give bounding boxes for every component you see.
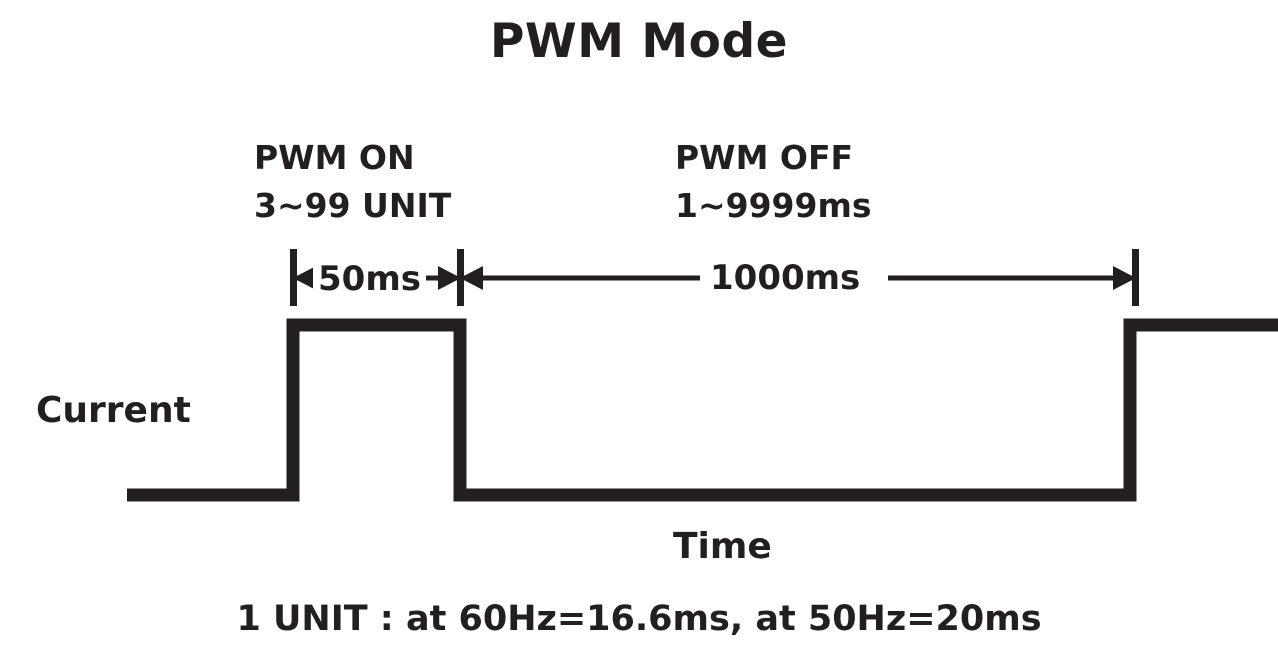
axis-label-current: Current xyxy=(36,390,191,431)
arrowhead-right-1000ms xyxy=(1113,266,1136,290)
arrowhead-left-1000ms xyxy=(460,266,483,290)
axis-label-time: Time xyxy=(673,526,772,567)
unit-footnote: 1 UNIT : at 60Hz=16.6ms, at 50Hz=20ms xyxy=(236,599,1042,639)
phase-on-range: 3~99 UNIT xyxy=(254,185,452,225)
arrowhead-left-50ms xyxy=(293,266,316,290)
page-title: PWM Mode xyxy=(489,14,788,69)
phase-off-range: 1~9999ms xyxy=(675,185,872,225)
phase-off-name: PWM OFF xyxy=(675,138,854,177)
dimension-line-1000ms xyxy=(460,266,1136,290)
current-waveform-trace xyxy=(127,318,1278,502)
arrowhead-right-50ms xyxy=(438,266,461,290)
dimension-label-off-time: 1000ms xyxy=(705,258,866,298)
dimension-label-on-time: 50ms xyxy=(313,259,426,299)
dimension-ticks xyxy=(290,249,1139,306)
phase-label-pwm-off: PWM OFF 1~9999ms xyxy=(675,134,872,229)
phase-label-pwm-on: PWM ON 3~99 UNIT xyxy=(254,134,451,229)
phase-on-name: PWM ON xyxy=(254,138,415,177)
